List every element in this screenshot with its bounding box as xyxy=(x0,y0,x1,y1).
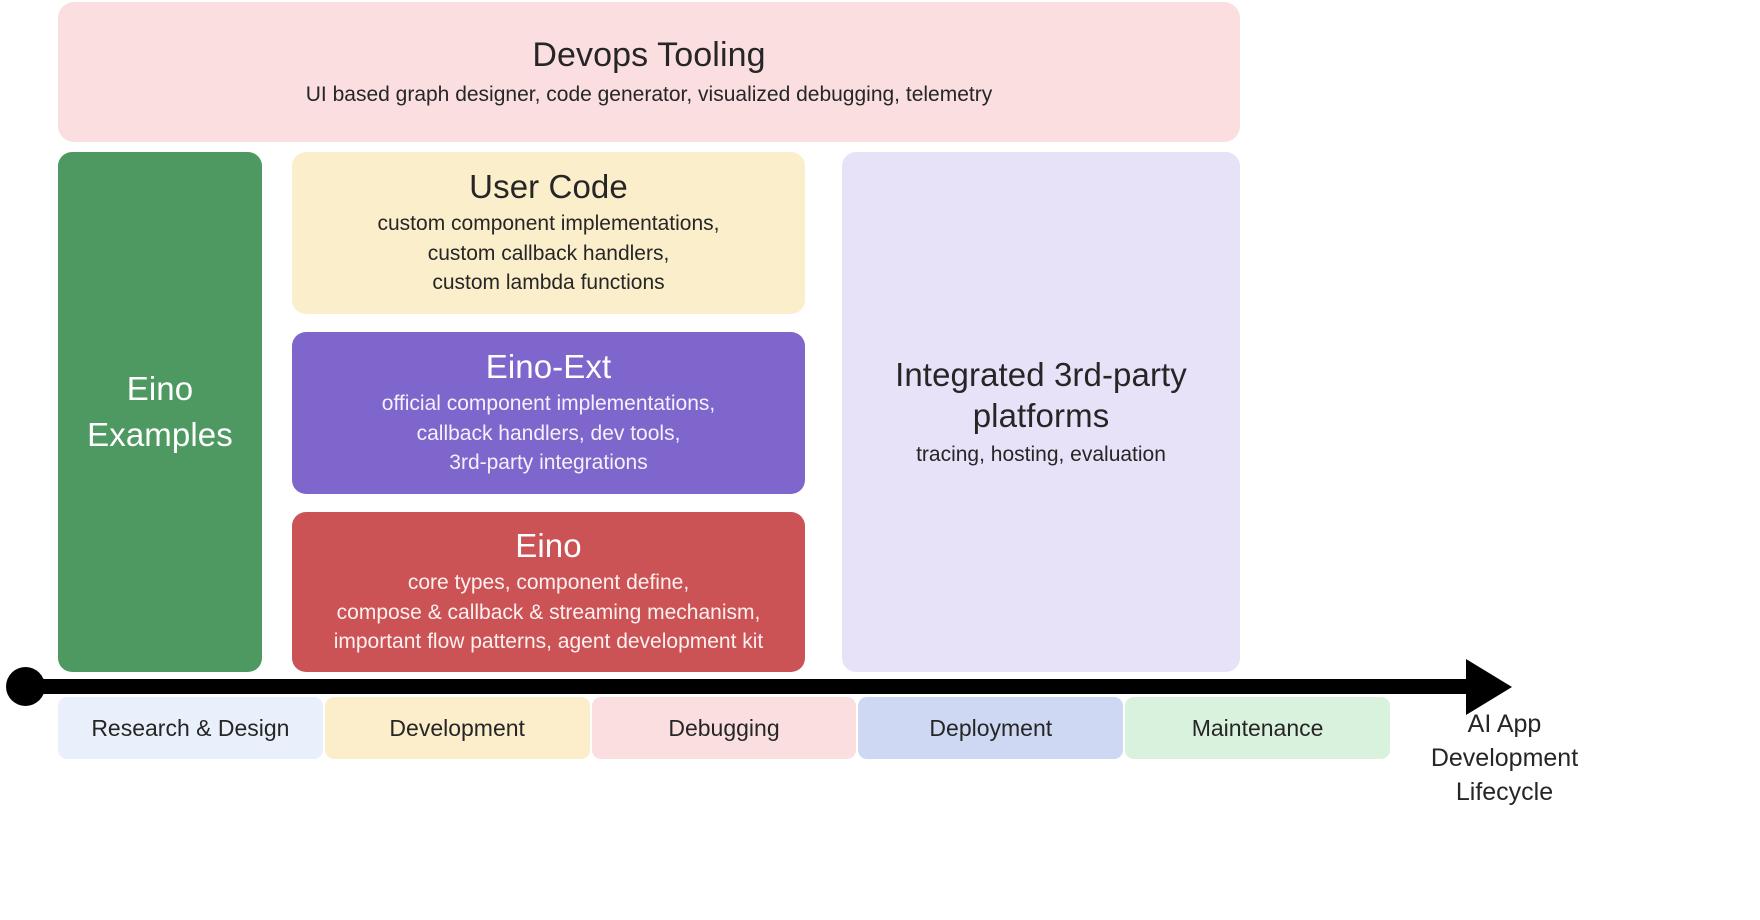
lifecycle-stage-label: Research & Design xyxy=(91,714,290,741)
eino-ext-subtitle: official component implementations, call… xyxy=(381,391,716,475)
eino-subtitle: core types, component define, compose & … xyxy=(333,570,764,654)
devops-tooling-title: Devops Tooling xyxy=(532,35,766,74)
lifecycle-stage-label: Debugging xyxy=(668,714,780,741)
lifecycle-stage-label: Deployment xyxy=(929,714,1053,741)
lifecycle-stage-label: Development xyxy=(389,714,525,741)
integrated-platforms-subtitle: tracing, hosting, evaluation xyxy=(916,443,1166,467)
integrated-platforms-title: Integrated 3rd-party platforms xyxy=(895,355,1187,435)
timeline-axis-line xyxy=(25,679,1480,694)
lifecycle-stage-chip[interactable]: Debugging xyxy=(591,697,857,759)
user-code-title: User Code xyxy=(469,167,628,205)
user-code-subtitle: custom component implementations, custom… xyxy=(377,211,720,295)
eino-ext-title: Eino-Ext xyxy=(485,347,612,385)
timeline-arrowhead-icon xyxy=(1466,659,1512,715)
lifecycle-stage-chip[interactable]: Research & Design xyxy=(58,697,323,759)
eino-title: Eino xyxy=(515,526,582,564)
eino-examples-box: Eino Examples xyxy=(58,152,262,672)
user-code-box: User Code custom component implementatio… xyxy=(292,152,805,314)
lifecycle-stage-chip[interactable]: Maintenance xyxy=(1125,697,1390,759)
devops-tooling-subtitle: UI based graph designer, code generator,… xyxy=(305,82,993,106)
lifecycle-stage-chip[interactable]: Development xyxy=(324,697,590,759)
axis-caption: AI App Development Lifecycle xyxy=(1430,710,1579,806)
devops-tooling-box: Devops Tooling UI based graph designer, … xyxy=(58,2,1240,142)
eino-ext-box: Eino-Ext official component implementati… xyxy=(292,332,805,494)
integrated-platforms-box: Integrated 3rd-party platforms tracing, … xyxy=(842,152,1240,672)
eino-box: Eino core types, component define, compo… xyxy=(292,512,805,672)
lifecycle-stage-list: Research & Design Development Debugging Dep… xyxy=(58,697,1390,759)
lifecycle-stage-label: Maintenance xyxy=(1191,714,1324,741)
lifecycle-stage-chip[interactable]: Deployment xyxy=(858,697,1124,759)
eino-examples-title: Eino Examples xyxy=(87,370,233,453)
